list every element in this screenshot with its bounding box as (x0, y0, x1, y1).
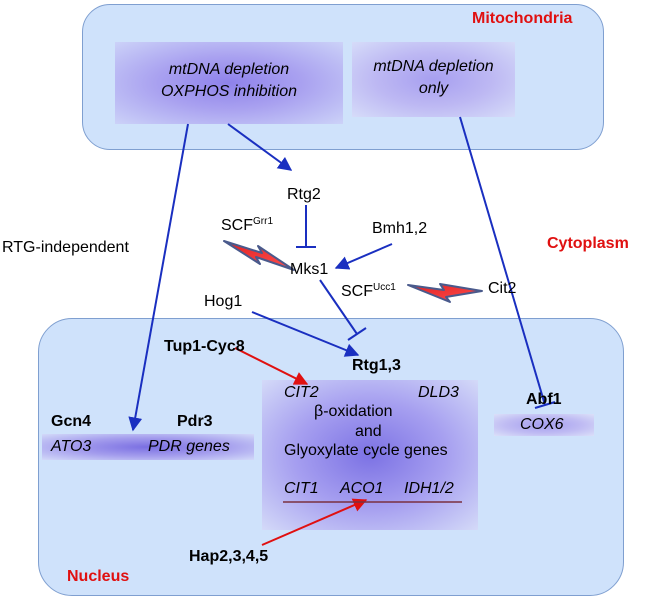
cit2-gene-label: CIT2 (284, 384, 319, 401)
idh12-gene-label: IDH1/2 (404, 480, 454, 497)
mtdna-depletion-only-label: mtDNA depletion (373, 58, 494, 75)
inhibit-mtdna-abf1 (459, 116, 546, 406)
and-label: and (355, 423, 382, 440)
arrow-bmh-to-mks1 (334, 243, 393, 270)
rtg13-label: Rtg1,3 (352, 357, 401, 374)
rtg2-label: Rtg2 (287, 186, 321, 203)
dld3-gene-label: DLD3 (418, 384, 459, 401)
mks1-label: Mks1 (290, 261, 329, 278)
rtg-target-genes-box (262, 380, 478, 530)
scf-grr1-bolt (223, 240, 295, 271)
oxphos-inhibition-label: OXPHOS inhibition (160, 83, 298, 100)
tup1-cyc8-label: Tup1-Cyc8 (164, 338, 245, 355)
arrow-hap-to-cit1-group (261, 498, 368, 546)
gcn4-label: Gcn4 (51, 413, 92, 430)
arrow-mito-to-rtg2 (227, 123, 293, 171)
bmh12-label: Bmh1,2 (372, 220, 428, 237)
scf-ucc1-bolt (407, 283, 483, 303)
hap2345-label: Hap2,3,4,5 (189, 548, 269, 565)
only-label: only (418, 80, 449, 97)
pdr3-label: Pdr3 (177, 413, 213, 430)
scf-grr1-label: SCFGrr1 (221, 216, 273, 234)
ato3-pdr-genes-box (42, 434, 254, 460)
aco1-gene-label: ACO1 (340, 480, 384, 497)
abf1-label: Abf1 (526, 391, 562, 408)
pdr-genes-label: PDR genes (148, 438, 230, 455)
mtdna-only-box: mtDNA depletion only (352, 42, 515, 117)
mtdna-depletion-label: mtDNA depletion (168, 61, 290, 78)
arrow-hog1-to-rtg13 (251, 311, 360, 357)
ato3-gene-label: ATO3 (51, 438, 92, 455)
scf-ucc1-label: SCFUcc1 (341, 282, 396, 300)
arrow-mito-to-ato3 (128, 123, 189, 432)
beta-oxidation-label: β-oxidation (314, 403, 393, 420)
hog1-label: Hog1 (204, 293, 243, 310)
cit1-gene-label: CIT1 (284, 480, 319, 497)
mtdna-oxphos-box: mtDNA depletion OXPHOS inhibition (115, 42, 343, 124)
nucleus-label: Nucleus (67, 568, 130, 585)
mitochondria-label: Mitochondria (472, 10, 573, 27)
cytoplasm-label: Cytoplasm (547, 235, 629, 252)
rtg-independent-label: RTG-independent (2, 239, 129, 256)
inhibit-mks1-rtg13 (319, 279, 358, 335)
arrow-tup1-to-cit2 (234, 347, 309, 385)
glyoxylate-cycle-label: Glyoxylate cycle genes (284, 442, 448, 459)
cox6-gene-label: COX6 (520, 416, 564, 433)
cit2-protein-label: Cit2 (488, 280, 517, 297)
cox6-box (494, 414, 594, 436)
